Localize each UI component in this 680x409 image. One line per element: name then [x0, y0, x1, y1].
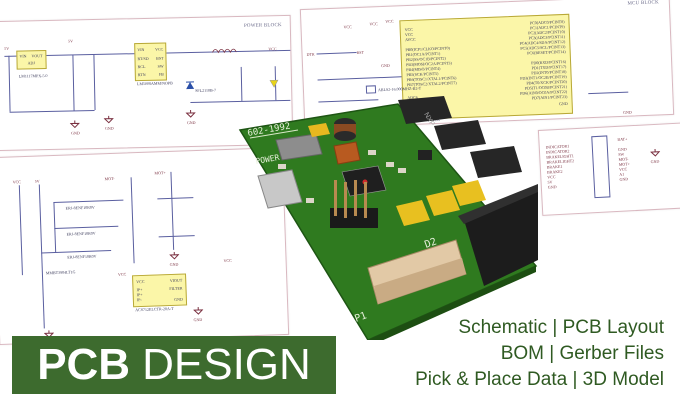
wire: [53, 199, 124, 204]
net-label-vcc: VCC: [12, 179, 22, 185]
net-label-dtr: DTR: [306, 51, 315, 57]
ground-icon: [103, 115, 114, 124]
feature-line-schematic-pcb-layout: Schematic | PCB Layout: [458, 317, 664, 338]
q4-part: MMBT3904LT1G: [45, 269, 76, 276]
ground-icon: [69, 120, 80, 129]
power-block-schematic: POWER BLOCK VIN VOUT ADJ LM1117MPX-5.0 V…: [0, 14, 294, 152]
wire: [38, 184, 45, 329]
power-block-title: POWER BLOCK: [243, 23, 282, 29]
wire: [54, 225, 119, 230]
feature-line-bom-gerber: BOM | Gerber Files: [500, 343, 664, 364]
net-label-gnd: GND: [650, 158, 660, 165]
ground-icon: [650, 148, 661, 157]
pin-label: VIOUT: [169, 277, 183, 284]
wire: [130, 177, 135, 264]
pin-label: FILTER: [169, 285, 183, 292]
inductor-icon: [212, 48, 237, 54]
net-label-mot-minus: MOT-: [104, 175, 115, 182]
net-label-vcc: VCC: [268, 46, 277, 52]
net-label-gnd: GND: [169, 261, 179, 268]
pin-label: ADJ: [27, 60, 35, 66]
wire: [9, 110, 95, 113]
pin-label: BST: [156, 55, 164, 61]
connector-block-schematic: INDICATOR1 INDICATOR2 BRAKELIGHT1 BRAKEL…: [537, 122, 680, 216]
pin-label: RCL: [137, 63, 146, 70]
ground-icon: [185, 109, 196, 118]
pin-label: RT/SD: [137, 55, 149, 62]
r14-part: ERJ-8ENF10R0V: [67, 253, 97, 260]
ground-icon: [43, 330, 55, 338]
diode-icon: [185, 81, 195, 90]
pin-label: AVCC: [404, 36, 416, 43]
banner-word-pcb: PCB: [37, 340, 131, 389]
led-icon: [269, 79, 279, 88]
net-label-gnd: GND: [380, 62, 390, 69]
net-label-gnd: GND: [193, 316, 203, 323]
wire: [158, 235, 195, 238]
net-label-vcc: VCC: [385, 18, 394, 24]
net-label-5v: 5V: [4, 45, 10, 51]
net-label-vcc: VCC: [343, 24, 352, 30]
ic-u2-buck: VIN RT/SD RCL RTN VCC BST SW FB: [134, 42, 167, 82]
pin-label: VCC: [136, 278, 145, 285]
pin-label: VOUT: [31, 53, 43, 59]
pin-label: VCC: [155, 46, 164, 52]
wire: [170, 171, 175, 250]
r11-part: ERJ-8ENF10R0V: [66, 230, 96, 237]
feature-line-pick-place-3d: Pick & Place Data | 3D Model: [415, 369, 664, 390]
pin-net-label: GND: [619, 176, 629, 182]
net-label-gnd: GND: [622, 109, 632, 115]
wire: [316, 52, 357, 55]
wire: [157, 197, 194, 200]
wire: [18, 185, 23, 276]
ground-icon: [169, 251, 180, 260]
silk-power: POWER: [255, 153, 280, 166]
pin-net-label: GND: [547, 184, 557, 190]
wire: [317, 76, 402, 81]
pin-label: RTN: [137, 71, 146, 78]
wire: [588, 91, 629, 95]
r10-part: ERJ-8ENF10R0V: [65, 204, 95, 211]
net-label-gnd: GND: [186, 119, 196, 126]
pin-label: PC6(RESET/PCINT14): [527, 48, 566, 56]
pcb-3d-render: 602-1992 POWER P1 D2 NXP: [238, 96, 538, 340]
pin-label: SW: [157, 63, 164, 69]
net-label-gnd: GND: [70, 130, 80, 136]
driver-block-schematic: VCC 5V MOT- MOT+ VCC VCC ERJ-8ENF10R0V E…: [0, 146, 290, 346]
net-label-vcc: VCC: [117, 271, 127, 277]
net-label-gnd: GND: [104, 125, 114, 131]
pin-label: FB: [158, 71, 164, 77]
pin-label: IP-: [136, 297, 142, 303]
pcb-design-banner: PCB DESIGN: [12, 336, 336, 394]
mcu-block-title: MCU BLOCK: [627, 0, 659, 7]
pin-label: VIN: [19, 53, 27, 59]
ic-u4-current-sensor: VCC IP+ IP+ IP- VIOUT FILTER GND: [132, 273, 188, 308]
wire: [93, 54, 96, 111]
pin-net-label: BAT+: [617, 136, 628, 142]
net-label-vcc: VCC: [223, 257, 232, 264]
pin-label: GND: [174, 296, 183, 302]
pin-label: GND: [558, 100, 568, 107]
banner-word-design: DESIGN: [142, 340, 311, 389]
diode-part: SFL2110B-7: [195, 87, 216, 93]
u2-part: LM5008AMM/NOPB: [136, 80, 173, 87]
wire: [72, 54, 75, 111]
ic-u1-regulator: VIN VOUT ADJ: [16, 50, 47, 70]
net-label-rst: RST: [356, 49, 364, 55]
u1-part: LM1117MPX-5.0: [18, 72, 48, 79]
silk-p1: P1: [353, 310, 368, 324]
net-label-mot-plus: MOT+: [154, 170, 166, 176]
connector-p2: [591, 135, 611, 199]
net-label-5v: 5V: [34, 178, 40, 184]
wire: [8, 55, 11, 112]
u4-part: ACS712ELCTR-20A-T: [135, 305, 174, 313]
wire: [41, 250, 112, 254]
net-label-vcc: VCC: [369, 21, 378, 27]
net-label-5v: 5V: [68, 38, 74, 44]
pin-label: VIN: [137, 46, 145, 53]
ground-icon: [193, 307, 204, 315]
